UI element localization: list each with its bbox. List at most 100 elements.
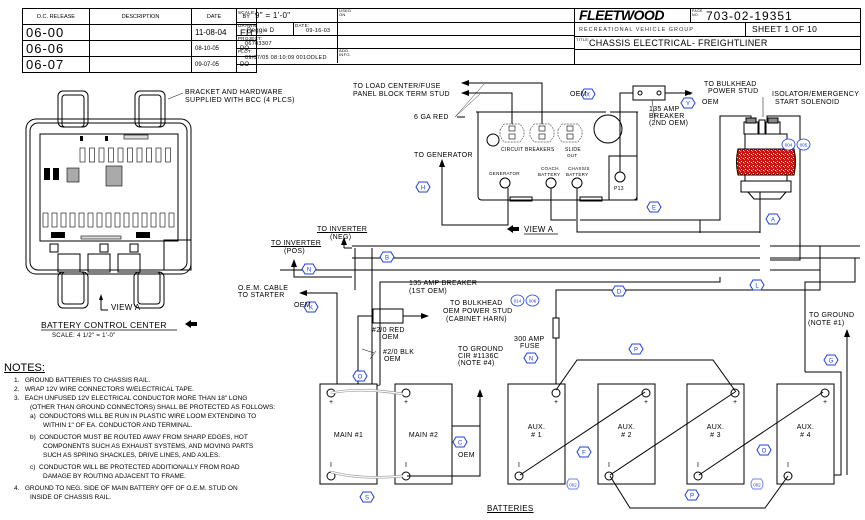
ground-4-label: (NOTE #4) [458,360,495,367]
load-center-label: TO LOAD CENTER/FUSE [353,83,441,90]
coach-battery-stud [545,177,557,189]
svg-text:F: F [582,451,586,457]
used-on-label: USED ON [339,8,352,17]
positive-terminal [641,388,651,398]
note-number: 3. [14,395,20,402]
plot-label: PLOT: [238,49,253,54]
note-text: EACH UNFUSED 12V ELECTRICAL CONDUCTOR MO… [24,395,248,402]
breaker2-label: BREAKER [649,113,685,120]
blk-cable-label: #2/0 BLK [383,349,415,356]
fuse [123,212,130,228]
fuse [108,147,114,163]
svg-text:002: 002 [569,483,577,488]
fuse [165,147,171,163]
circuit-board [39,133,179,242]
note-text: WITHIN 1" OF EA. CONDUCTOR AND TERMINAL. [43,422,193,429]
project-label: PROJECT: [238,36,263,41]
inverter-pos-label: TO INVERTER [271,240,322,247]
note-text: INSIDE OF CHASSIS RAIL. [30,494,111,501]
fuse [114,212,121,228]
fuse-label: FUSE [520,343,540,350]
positive-terminal [401,388,411,398]
battery-bank [319,383,835,485]
drawing-title: CHASSIS ELECTRICAL- FREIGHTLINER [589,38,768,48]
bracket-note: SUPPLIED WITH BCC (4 PLCS) [185,97,295,104]
wire-tag-c: C [452,435,468,453]
wire-tag-o: O [352,369,368,387]
batteries-title: BATTERIES [487,504,534,513]
solenoid [736,117,796,200]
plus-sign: + [329,399,334,406]
svg-text:D: D [617,290,622,296]
battery-1 [319,383,378,485]
battery-3 [507,383,566,485]
circuit-breaker [529,123,555,143]
note-number: 1. [14,377,20,384]
coach-battery-label: COACH [541,166,559,171]
battery-label: MAIN #1 [333,432,364,439]
solenoid-label: ISOLATOR/EMERGENCY [772,91,860,98]
bulkhead-label: TO BULKHEAD [704,81,757,88]
note-item: a) CONDUCTORS WILL BE RUN IN PLASTIC WIR… [30,412,275,421]
note-text: SUCH AS SPRING SHACKLES, DRIVE LINES, AN… [43,452,221,459]
note-number: a) [30,413,36,420]
note-number: c) [30,464,36,471]
ground-4-label: CIR #1136C [458,353,500,360]
red-cable-label: #2/0 RED [372,327,405,334]
fuse-label: 300 AMP [514,336,545,343]
battery-control-center [25,90,192,309]
wire-tag-d: D [611,284,627,302]
fuse [60,212,67,228]
wire-tag-p: P [628,342,644,360]
red-cable-label: OEM [382,334,399,341]
note-item: 3. EACH UNFUSED 12V ELECTRICAL CONDUCTOR… [14,394,275,403]
battery-4 [597,383,656,485]
circuit-breaker [499,123,525,143]
svg-text:N: N [307,268,311,274]
fuse [136,147,143,163]
fuse [168,212,175,228]
svg-text:L: L [755,284,759,290]
view-a-label: VIEW A [111,303,141,312]
note-text: CONDUCTORS WILL BE RUN IN PLASTIC WIRE L… [39,413,257,420]
project-value: 06703307 [245,41,272,47]
circuit-breakers-label: CIRCUIT BREAKERS [501,147,555,153]
bcc-scale: SCALE: 4 1/2" = 1'-0" [52,333,116,339]
svg-text:Y: Y [686,102,690,108]
table-row: 06-07 09-07-05 DO [22,56,257,73]
oem-label: OEM [294,302,311,309]
minus-sign: I [405,462,408,469]
fuse [89,147,95,163]
minus-sign: I [608,462,611,469]
to-generator-label: TO GENERATOR [414,152,473,159]
info-block: SCALE: 9" = 1'-0" DRAWN: Reggie D DATE: … [237,8,575,65]
brand-logo: FLEETWOOD [579,7,664,23]
oem-cable-label: O.E.M. CABLE [238,285,289,292]
date-label: DATE: [295,23,310,28]
red-wire-label: 6 GA RED [414,114,449,121]
solenoid-label: START SOLENOID [775,99,840,106]
chassis-battery-label: CHASSIS [568,166,590,171]
circuit-breaker [557,123,583,143]
circuit-breakers [499,123,583,143]
wire-tag-h: H [415,180,431,198]
fuse [132,212,139,228]
wire-tag-g: G [823,353,839,371]
generator-stud [499,177,511,189]
slide-out-label: SLIDE [565,147,581,153]
drawn-value: Reggie D [247,28,275,34]
svg-text:B: B [385,256,389,262]
note-text: WRAP 12V WIRE CONNECTORS W/ELECTRICAL TA… [24,386,194,393]
fuse [42,212,49,228]
reference-bubble: 006 [525,294,540,312]
note-text: GROUND TO NEG. SIDE OF MAIN BATTERY OFF … [24,485,238,492]
wire-tag-b: B [379,250,395,268]
reference-bubble: 005 [796,138,811,156]
release-cell: 06-06 [22,40,90,57]
note-text: GROUND BATTERIES TO CHASSIS RAIL. [24,377,151,384]
battery-label: AUX. # 2 [617,424,636,439]
note-number: b) [30,434,36,441]
fuse [146,147,152,163]
note-text: COMPONENTS SUCH AS EXHAUST SYSTEMS, AND … [43,443,254,450]
